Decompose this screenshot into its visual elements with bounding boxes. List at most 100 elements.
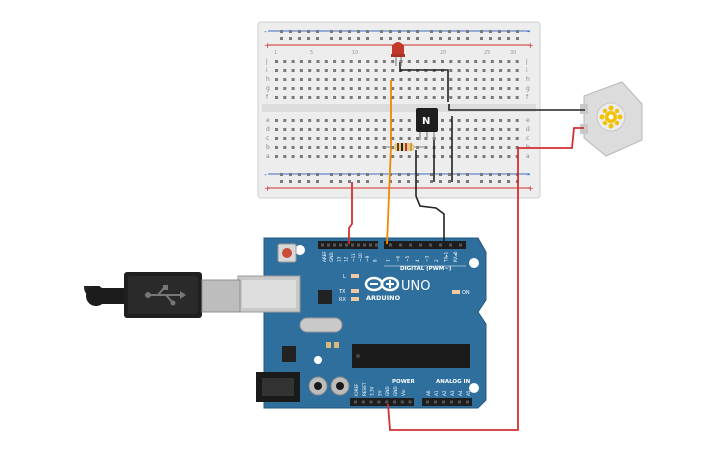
power-pin-label: GND (393, 386, 398, 396)
breadboard-hole (330, 37, 333, 40)
header-pin[interactable] (369, 400, 373, 404)
breadboard-hole (498, 180, 501, 183)
breadboard-hole (291, 87, 295, 90)
breadboard-hole (316, 60, 320, 63)
breadboard-hole (441, 60, 444, 63)
breadboard-hole (389, 37, 392, 40)
breadboard-hole (349, 128, 353, 131)
reset-button[interactable] (282, 248, 292, 258)
header-pin[interactable] (369, 243, 372, 247)
analog-header (422, 398, 472, 406)
breadboard-hole (316, 180, 319, 183)
header-pin[interactable] (354, 400, 357, 404)
header-pin[interactable] (363, 243, 366, 247)
breadboard-hole (499, 87, 503, 90)
header-pin[interactable] (393, 400, 396, 404)
breadboard-hole (374, 137, 378, 140)
breadboard-hole (307, 30, 310, 33)
breadboard-hole (341, 78, 345, 81)
row-label-c: c (266, 135, 269, 142)
breadboard-hole (333, 87, 337, 90)
breadboard-hole (366, 180, 369, 183)
breadboard-hole (465, 146, 469, 149)
breadboard-hole (457, 69, 461, 72)
breadboard-hole (382, 96, 386, 99)
breadboard-hole (480, 30, 483, 33)
dc-motor[interactable] (580, 81, 643, 157)
header-pin[interactable] (439, 243, 442, 247)
breadboard-hole (457, 87, 461, 90)
wire-black-led (400, 69, 449, 102)
header-pin[interactable] (419, 243, 422, 247)
header-pin[interactable] (399, 243, 402, 247)
breadboard-hole (299, 146, 303, 149)
header-pin[interactable] (442, 400, 445, 404)
crystal-oscillator (299, 317, 343, 333)
header-pin[interactable] (377, 400, 381, 404)
breadboard-hole (289, 37, 292, 40)
usb-cable-icon (84, 272, 241, 318)
npn-transistor: N (416, 108, 438, 140)
header-pin[interactable] (409, 243, 412, 247)
breadboard-hole (382, 60, 386, 63)
wire-orange-pin9 (386, 80, 392, 245)
breadboard-hole (407, 96, 411, 99)
header-pin[interactable] (361, 400, 365, 404)
header-pin[interactable] (429, 243, 432, 247)
breadboard-hole (308, 60, 312, 63)
row-label-i-right: i (526, 67, 528, 74)
breadboard-hole (307, 173, 310, 176)
breadboard-hole (457, 78, 461, 81)
breadboard-hole (382, 87, 386, 90)
breadboard-hole (407, 180, 410, 183)
header-pin[interactable] (321, 243, 324, 247)
header-pin[interactable] (449, 243, 452, 247)
header-pin[interactable] (385, 400, 389, 404)
breadboard-hole (316, 96, 320, 99)
header-pin[interactable] (408, 400, 412, 404)
breadboard-hole (499, 137, 503, 140)
header-pin[interactable] (458, 400, 461, 404)
breadboard-hole (366, 137, 370, 140)
header-pin[interactable] (466, 400, 469, 404)
breadboard-hole (489, 30, 492, 33)
breadboard-hole (349, 69, 353, 72)
breadboard-hole (474, 78, 478, 81)
header-pin[interactable] (345, 243, 348, 247)
header-pin[interactable] (434, 400, 437, 404)
header-pin[interactable] (327, 243, 330, 247)
header-pin[interactable] (426, 400, 429, 404)
col-num-5: 5 (310, 50, 313, 56)
analog-pin-label: A0 (426, 390, 431, 396)
breadboard-hole (348, 30, 351, 33)
chip-notch (356, 354, 360, 358)
header-pin[interactable] (400, 400, 404, 404)
header-pin[interactable] (375, 243, 378, 247)
breadboard-hole (324, 96, 328, 99)
header-pin[interactable] (389, 243, 392, 247)
header-pin[interactable] (351, 243, 354, 247)
breadboard-hole (499, 60, 503, 63)
breadboard-hole (280, 37, 283, 40)
breadboard-hole (374, 87, 378, 90)
header-pin[interactable] (339, 243, 342, 247)
breadboard-hole (457, 137, 461, 140)
header-pin[interactable] (459, 243, 462, 247)
breadboard-hole (398, 173, 401, 176)
breadboard-hole (374, 78, 378, 81)
breadboard-hole (490, 87, 494, 90)
breadboard-hole (416, 180, 419, 183)
breadboard-hole (416, 37, 419, 40)
breadboard-hole (308, 119, 312, 122)
breadboard-hole (457, 128, 461, 131)
breadboard-hole (357, 30, 360, 33)
breadboard-hole (299, 128, 303, 131)
breadboard-hole (324, 119, 328, 122)
header-pin[interactable] (357, 243, 360, 247)
header-pin[interactable] (450, 400, 453, 404)
breadboard-hole (448, 30, 451, 33)
smd-2 (334, 342, 339, 348)
usb-chip (318, 290, 332, 304)
header-pin[interactable] (333, 243, 336, 247)
